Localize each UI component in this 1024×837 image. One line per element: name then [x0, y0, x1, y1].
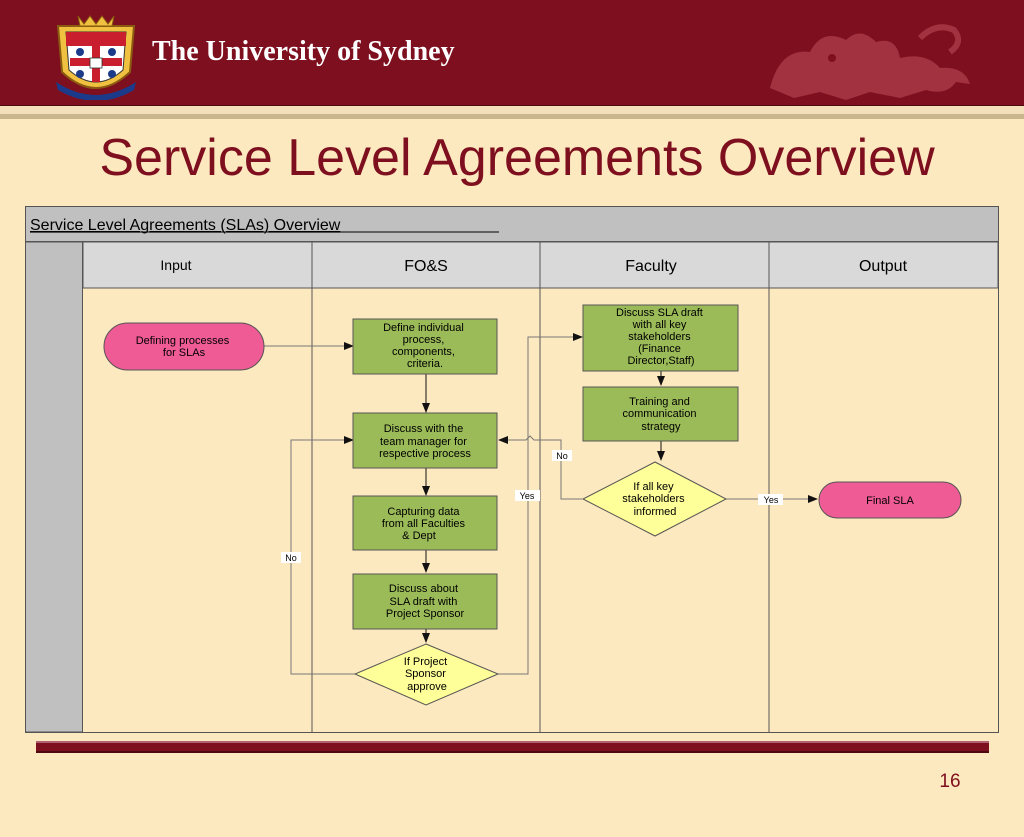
diagram-frame: [25, 206, 999, 733]
node-discuss-draft: [582, 304, 739, 372]
edge-sponsor-yes: [498, 333, 583, 675]
lion-watermark-icon: [770, 24, 970, 100]
node-define-individual: [352, 318, 498, 375]
edge-label-no-sponsor: No: [285, 553, 297, 563]
node-final-sla-text: Final SLA: [866, 495, 914, 507]
node-if-sponsor-text: If Project Sponsor approve: [404, 656, 450, 693]
slide-title: Service Level Agreements Overview: [99, 129, 935, 187]
sla-flowchart: Service Level Agreements (SLAs) Overview…: [25, 206, 999, 733]
node-discuss-draft-text: Discuss SLA draft with all key stakehold…: [616, 307, 706, 367]
university-name: The University of Sydney: [152, 36, 455, 67]
edge-stakeholders-no-loop: [498, 435, 582, 500]
lane-header-input: [82, 241, 313, 289]
node-defining-text: Defining processes for SLAs: [136, 335, 233, 359]
node-if-sponsor-approve: [353, 643, 500, 706]
table-title: Service Level Agreements (SLAs) Overview: [30, 217, 341, 234]
header-bar: The University of Sydney: [0, 0, 1024, 106]
edge-label-yes-sponsor: Yes: [520, 491, 535, 501]
lane-header-output: [768, 241, 999, 289]
edge-label-no-stakeholders: No: [556, 451, 568, 461]
table-title-band: [25, 206, 999, 242]
lane-label-fos: FO&S: [404, 258, 448, 275]
footer-bar: [36, 741, 989, 753]
node-training-text: Training and communication strategy: [622, 396, 699, 433]
node-final-sla: [818, 481, 962, 519]
edge-label-bg: [758, 494, 783, 505]
node-if-stakeholders-text: If all key stakeholders informed: [622, 481, 687, 518]
lane-label-faculty: Faculty: [625, 258, 677, 275]
node-defining-processes: [103, 322, 265, 371]
university-crest-icon: [56, 15, 136, 100]
edge-label-bg: [552, 450, 572, 461]
left-gutter: [25, 241, 83, 733]
node-define-individual-text: Define individual process, components, c…: [383, 322, 467, 370]
edge-label-bg: [515, 490, 540, 501]
node-if-stakeholders-informed: [581, 461, 728, 537]
node-capturing-data: [352, 495, 498, 551]
edge-label-bg: [281, 552, 301, 563]
edge-label-yes-stakeholders: Yes: [764, 495, 779, 505]
lane-label-output: Output: [859, 258, 908, 275]
header-stripe: [0, 106, 1024, 119]
lane-label-input: Input: [160, 257, 191, 273]
node-discuss-sponsor-text: Discuss about SLA draft with Project Spo…: [386, 583, 465, 620]
page-number: 16: [939, 771, 961, 792]
node-training: [582, 386, 739, 442]
node-discuss-team-text: Discuss with the team manager for respec…: [379, 423, 471, 460]
node-capturing-text: Capturing data from all Faculties & Dept: [382, 506, 468, 542]
node-discuss-sponsor: [352, 573, 498, 630]
node-discuss-team: [352, 412, 498, 469]
